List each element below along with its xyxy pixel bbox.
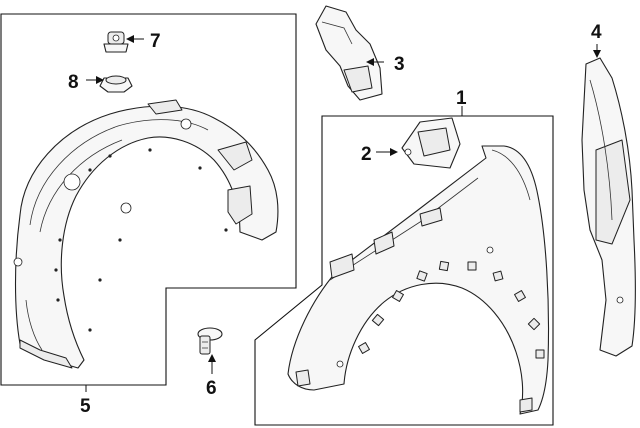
fender-seal <box>581 57 636 357</box>
hex-nut <box>99 75 133 93</box>
liner-clip-hole <box>120 202 132 214</box>
callout-8: 8 <box>68 72 79 93</box>
fender-bracket-upper <box>315 5 383 101</box>
fender-group-frame <box>254 115 554 426</box>
liner-group-frame <box>0 13 297 386</box>
clip-nut <box>103 31 129 53</box>
liner-clip-hole <box>180 118 192 130</box>
callout-7: 7 <box>150 31 161 52</box>
callout-2: 2 <box>361 144 372 165</box>
push-pin <box>197 327 223 355</box>
fender-bracket-small <box>401 117 461 169</box>
liner-clip-hole <box>13 257 23 267</box>
front-fender <box>287 145 550 415</box>
callout-3: 3 <box>394 54 405 75</box>
fender-liner <box>13 99 279 369</box>
callout-4: 4 <box>591 22 602 43</box>
callout-5: 5 <box>80 396 91 417</box>
callout-1: 1 <box>456 88 467 109</box>
liner-vent-hole <box>63 173 81 191</box>
callout-6: 6 <box>206 378 217 399</box>
